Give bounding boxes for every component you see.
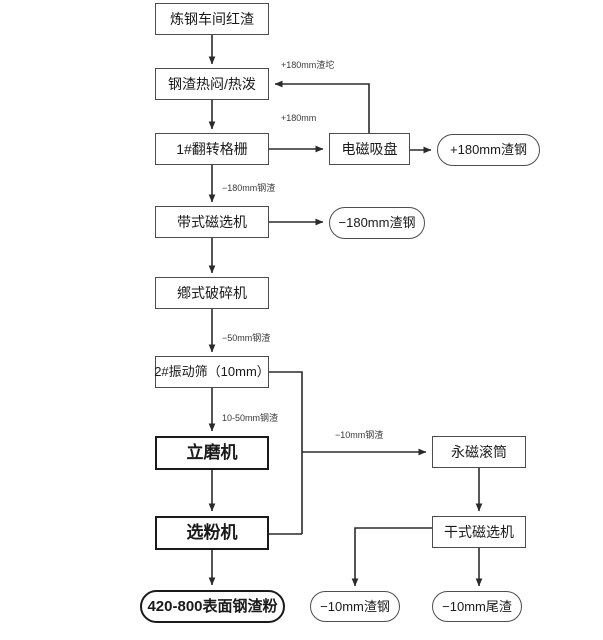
node-label: 420-800表面钢渣粉 — [147, 597, 278, 615]
node-label: −10mm尾渣 — [442, 598, 512, 614]
node-label: 钢渣热闷/热泼 — [168, 75, 256, 92]
node-label: 炼钢车间红渣 — [170, 10, 254, 27]
node-label: 2#振动筛（10mm） — [154, 364, 270, 380]
node-label: 立磨机 — [186, 443, 238, 463]
edge-label-minus-10mm-steel-slag: −10mm钢渣 — [335, 430, 384, 440]
node-slag-hot-stuffing[interactable]: 钢渣热闷/热泼 — [155, 68, 269, 100]
node-label: −10mm渣钢 — [320, 598, 390, 614]
node-powder-classifier[interactable]: 选粉机 — [155, 516, 269, 550]
node-electromagnetic-chuck[interactable]: 电磁吸盘 — [329, 133, 410, 165]
node-output-minus-10mm-scrap[interactable]: −10mm渣钢 — [310, 591, 400, 622]
connector-magnet-feedback-to-aging — [274, 80, 370, 133]
edge-label-minus-50mm-steel-slag: −50mm钢渣 — [222, 333, 271, 343]
node-jaw-crusher[interactable]: 鄕式破碎机 — [155, 277, 269, 309]
node-permanent-magnet-drum[interactable]: 永磁滚筒 — [432, 436, 526, 468]
node-label: 永磁滚筒 — [451, 443, 507, 460]
connector-dry-separator-to-scrap — [351, 527, 432, 587]
node-output-plus-180mm-scrap[interactable]: +180mm渣钢 — [437, 134, 540, 166]
node-output-minus-180mm-scrap[interactable]: −180mm渣钢 — [329, 207, 425, 239]
edge-label-plus-180mm-slag-lump: +180mm渣坨 — [281, 60, 335, 70]
node-tipping-grate-1[interactable]: 1#翻转格栅 — [155, 133, 269, 165]
node-steelmaking-red-slag[interactable]: 炼钢车间红渣 — [155, 3, 269, 35]
node-vibrating-screen-2[interactable]: 2#振动筛（10mm） — [154, 356, 270, 388]
node-label: 干式磁选机 — [444, 523, 514, 540]
node-belt-magnetic-separator[interactable]: 带式磁选机 — [155, 206, 269, 238]
node-label: 带式磁选机 — [177, 213, 247, 230]
edge-label-plus-180mm: +180mm — [281, 113, 317, 123]
connector-screen-right-riser — [269, 371, 303, 534]
node-output-minus-10mm-tailings[interactable]: −10mm尾渣 — [432, 591, 522, 622]
node-label: +180mm渣钢 — [450, 142, 527, 158]
node-label: 选粉机 — [186, 523, 238, 543]
node-output-surface-slag-powder[interactable]: 420-800表面钢渣粉 — [140, 590, 285, 623]
edge-label-10-50mm-steel-slag: 10-50mm钢渣 — [222, 413, 279, 423]
node-label: 1#翻转格栅 — [176, 140, 248, 157]
node-label: 鄕式破碎机 — [177, 284, 247, 301]
node-vertical-mill[interactable]: 立磨机 — [155, 436, 269, 470]
edge-label-minus-180mm-steel-slag: −180mm钢渣 — [222, 183, 276, 193]
node-dry-magnetic-separator[interactable]: 干式磁选机 — [432, 516, 526, 548]
node-label: 电磁吸盘 — [341, 140, 398, 157]
node-label: −180mm渣钢 — [338, 215, 416, 231]
